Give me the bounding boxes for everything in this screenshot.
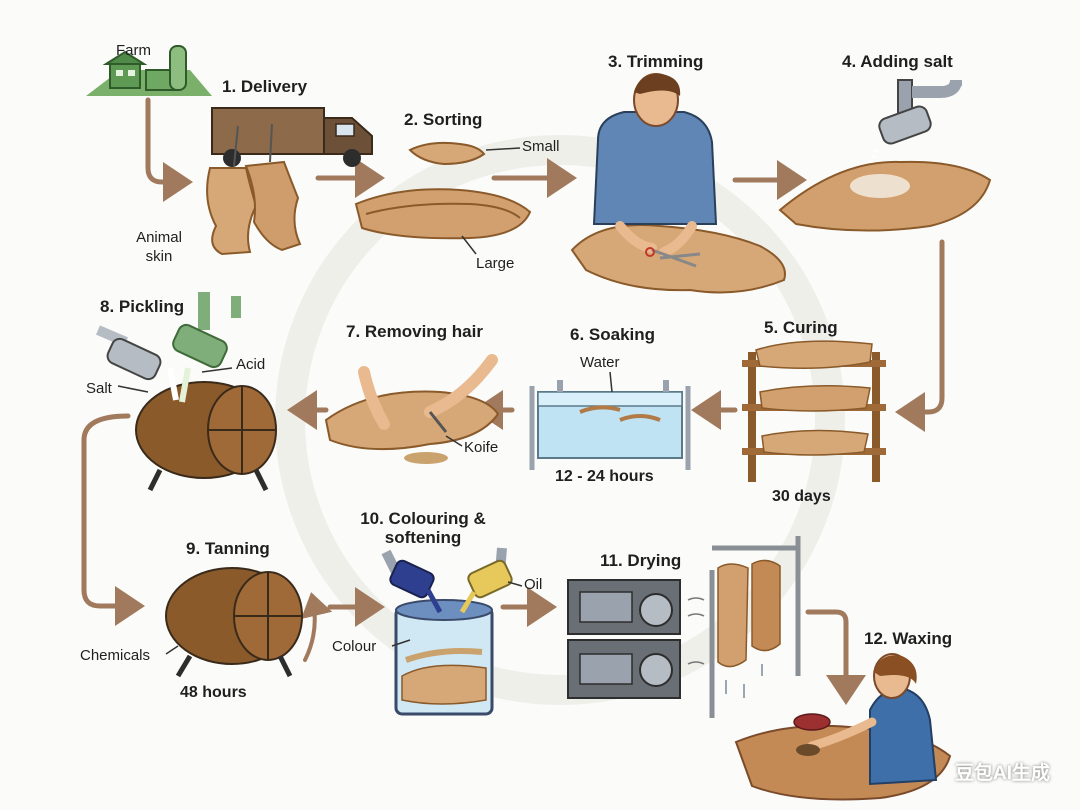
- curing-rack-illustration: [742, 340, 886, 482]
- duration-tanning: 48 hours: [180, 684, 247, 701]
- stage-title-adding-salt: 4. Adding salt: [842, 52, 953, 71]
- salt-dispenser-illustration: [778, 79, 992, 232]
- stage-title-drying: 11. Drying: [600, 551, 682, 570]
- arrow-pickling-to-tanning: [81, 413, 145, 626]
- soaking-tank-illustration: [529, 371, 691, 470]
- label-knife: Koife: [464, 439, 499, 456]
- stage-title-tanning: 9. Tanning: [186, 539, 270, 558]
- removing-hair-illustration: [324, 354, 500, 464]
- farm-illustration: [86, 45, 212, 96]
- arrow-drying-to-waxing: [805, 609, 866, 705]
- label-oil: Oil: [524, 576, 543, 593]
- label-water: Water: [580, 354, 620, 371]
- trimming-worker-illustration: [570, 73, 786, 294]
- pickling-drum-illustration: [96, 292, 277, 492]
- label-farm: Farm: [116, 42, 151, 59]
- label-small: Small: [522, 138, 560, 155]
- flow-arrows: [81, 97, 945, 705]
- stage-title-curing: 5. Curing: [764, 318, 838, 337]
- drying-machine-illustration: [567, 536, 801, 718]
- arrow-farm-to-delivery: [145, 97, 193, 202]
- tanning-drum-illustration: [165, 567, 303, 678]
- colouring-vat-illustration: [381, 547, 523, 716]
- delivery-truck-illustration: [206, 107, 373, 256]
- sorting-hides-illustration: [354, 141, 532, 255]
- duration-soaking: 12 - 24 hours: [555, 468, 654, 485]
- stage-title-removing-hair: 7. Removing hair: [346, 322, 483, 341]
- arrow-salt-to-curing: [895, 239, 945, 432]
- label-animal-skin: Animal skin: [136, 229, 182, 265]
- stage-title-soaking: 6. Soaking: [570, 325, 656, 344]
- stage-title-delivery: 1. Delivery: [222, 77, 308, 96]
- ai-generated-watermark: 豆包AI生成: [954, 763, 1050, 784]
- label-acid: Acid: [236, 356, 266, 373]
- stage-title-pickling: 8. Pickling: [100, 297, 185, 316]
- stage-title-colouring-softening: 10. Colouring & softening: [360, 509, 486, 547]
- label-chemicals: Chemicals: [80, 647, 151, 664]
- label-salt: Salt: [86, 380, 112, 397]
- stage-title-trimming: 3. Trimming: [608, 52, 704, 71]
- stage-title-waxing: 12. Waxing: [864, 629, 953, 648]
- label-large: Large: [476, 255, 515, 272]
- duration-curing: 30 days: [772, 488, 831, 505]
- waxing-worker-illustration: [734, 653, 952, 801]
- stage-title-sorting: 2. Sorting: [404, 110, 483, 129]
- tanning-rotation-arrow: [300, 592, 333, 662]
- label-colour: Colour: [332, 638, 377, 655]
